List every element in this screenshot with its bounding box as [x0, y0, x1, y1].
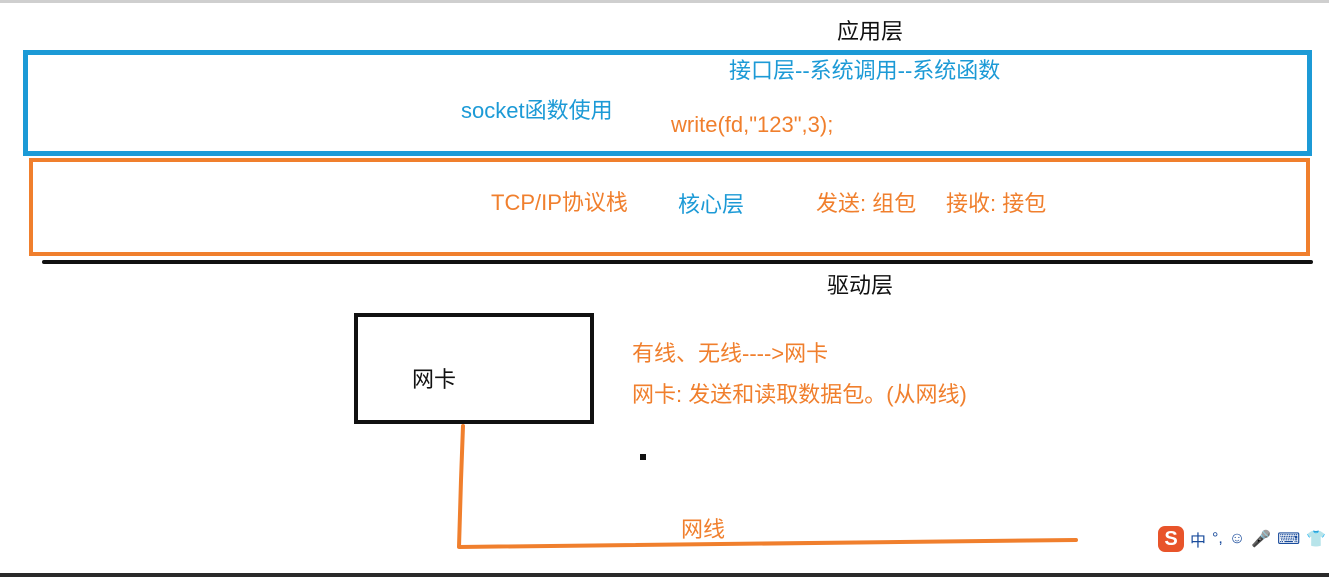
layer-divider: [42, 260, 1313, 264]
driver-layer-title: 驱动层: [827, 273, 894, 298]
nic-label: 网卡: [412, 367, 457, 392]
nic-note-function: 网卡: 发送和读取数据包。(从网线): [632, 382, 967, 407]
nic-box: [354, 313, 594, 424]
core-layer-box: [29, 158, 1310, 256]
interface-layer-label: 接口层--系统调用--系统函数: [729, 58, 1001, 83]
emoji-icon[interactable]: ☺: [1228, 530, 1246, 547]
send-pack-label: 发送: 组包: [816, 191, 917, 216]
stray-dot: [640, 454, 646, 460]
microphone-icon[interactable]: 🎤: [1251, 531, 1272, 548]
socket-usage-label: socket函数使用: [461, 98, 613, 123]
write-call-label: write(fd,"123",3);: [671, 112, 834, 137]
punctuation-icon[interactable]: °,: [1212, 530, 1223, 547]
tcpip-stack-label: TCP/IP协议栈: [491, 190, 628, 215]
nic-note-wired-wireless: 有线、无线---->网卡: [632, 341, 829, 366]
keyboard-icon[interactable]: ⌨: [1277, 531, 1301, 548]
interface-layer-box: [23, 50, 1312, 156]
sogou-logo-icon[interactable]: S: [1158, 526, 1184, 552]
network-cable-label: 网线: [681, 517, 726, 542]
core-layer-label: 核心层: [678, 192, 745, 217]
application-layer-title: 应用层: [837, 19, 904, 44]
chinese-mode-icon[interactable]: 中: [1190, 533, 1207, 550]
receive-unpack-label: 接收: 接包: [946, 191, 1047, 216]
ime-toolbar[interactable]: S 中 °, ☺ 🎤 ⌨ 👕: [1158, 524, 1329, 554]
window-bottom-border: [0, 573, 1329, 577]
skin-icon[interactable]: 👕: [1306, 531, 1327, 548]
window-top-border: [0, 0, 1329, 3]
